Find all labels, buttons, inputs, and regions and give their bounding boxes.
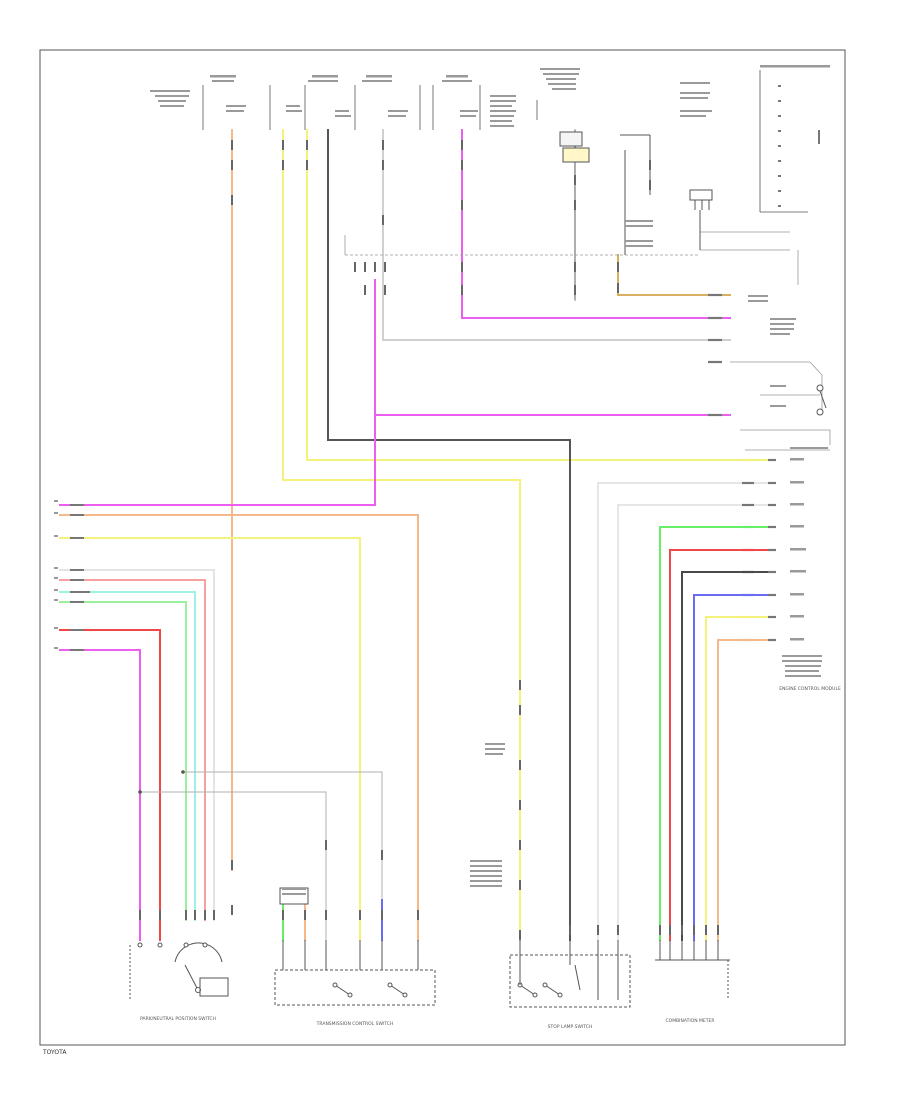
engine-control-module-label: ENGINE CONTROL MODULE	[779, 686, 841, 692]
combination-meter-label: COMBINATION METER	[666, 1018, 715, 1024]
wire-yellow-4	[59, 537, 361, 941]
header-labels	[150, 65, 830, 127]
wire-green-light	[59, 601, 187, 921]
wire-gray-cross-2	[139, 791, 327, 941]
wire-dark	[681, 571, 771, 941]
meter-block-dots	[778, 85, 820, 207]
diagram-frame	[39, 49, 846, 1046]
wires	[59, 129, 771, 941]
wire-green	[659, 526, 771, 941]
vertical-connector-ticks	[139, 140, 719, 940]
wire-cyan	[59, 591, 196, 921]
wire-pink-2	[461, 129, 731, 319]
shift-lock-component	[559, 131, 651, 255]
fuse-brackets	[202, 70, 808, 213]
page-id-label: TOYOTA	[42, 1049, 67, 1056]
wire-dark-gray	[327, 129, 571, 941]
wire-yellow-2	[306, 129, 771, 461]
wire-orange-3	[717, 639, 771, 941]
connector-symbol	[689, 189, 713, 250]
wire-red	[669, 549, 771, 941]
right-switch-contacts	[816, 384, 827, 416]
ecm-pins	[708, 293, 776, 642]
wire-light-gray	[382, 129, 731, 341]
wire-red-2	[59, 629, 161, 941]
combination-meter-symbol	[655, 940, 730, 1000]
wire-pink-light	[59, 579, 206, 921]
middle-labels	[282, 220, 653, 895]
ecm-pin-labels	[748, 295, 828, 677]
wire-pink-4	[59, 649, 141, 941]
stop-lamp-switch-symbol	[509, 940, 631, 1008]
stop-lamp-switch-label: STOP LAMP SWITCH	[548, 1024, 593, 1030]
wire-pink-1	[374, 279, 731, 416]
left-pin-labels	[54, 500, 58, 649]
park-neutral-switch-symbol	[129, 942, 229, 1000]
wire-tan	[617, 254, 731, 296]
transmission-switch-label: TRANSMISSION CONTROL SWITCH	[316, 1021, 394, 1027]
junction-dots	[138, 770, 185, 794]
wire-orange-2	[59, 514, 419, 941]
wire-pink-3	[59, 279, 376, 506]
wire-gray-cross-1	[182, 771, 383, 941]
left-pins	[70, 504, 90, 651]
wire-yellow-3	[705, 616, 771, 941]
wire-yellow-1	[282, 129, 521, 941]
park-neutral-switch-label: PARK/NEUTRAL POSITION SWITCH	[140, 1016, 216, 1022]
dash-lines	[344, 231, 831, 451]
transmission-switch-symbol	[274, 887, 436, 1006]
wire-light-1	[59, 569, 215, 921]
